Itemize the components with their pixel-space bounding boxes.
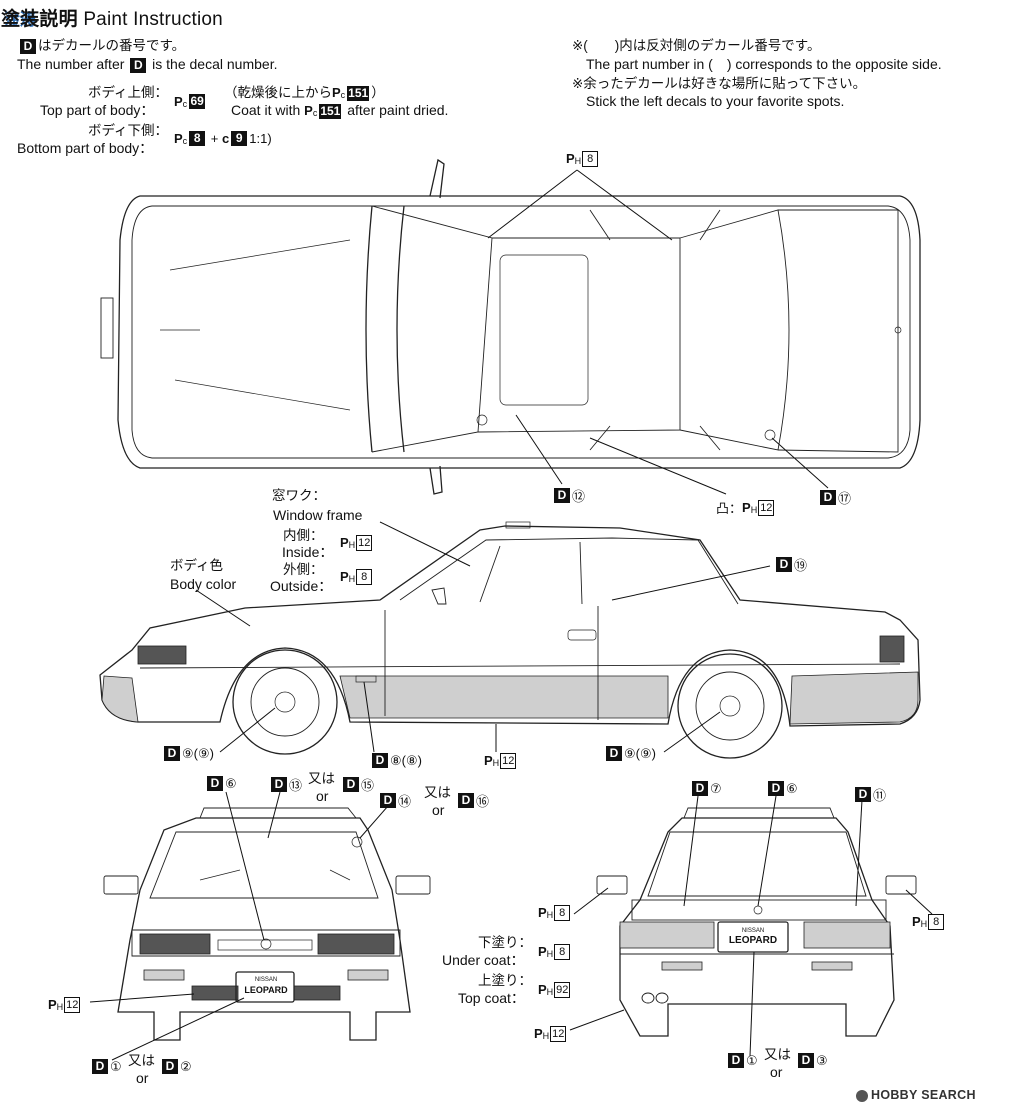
front-view-leaders — [89, 791, 389, 1061]
title-en: Paint Instruction — [83, 9, 223, 30]
clear-coat-code: 151 — [347, 86, 370, 101]
page-title: 淦涛塗装説明 Paint Instruction — [1, 4, 223, 31]
sunroof-symbol: 凸： — [716, 501, 743, 516]
title-jp: 塗装説明 — [1, 9, 78, 30]
bottom-paint-code-1: 8 — [189, 131, 206, 147]
top-coat-jp: 上塗り： — [478, 973, 532, 988]
outside-jp: 外側： — [283, 562, 324, 577]
front-or-en-3: or — [136, 1070, 149, 1086]
roof-paint-code: 8 — [582, 150, 599, 167]
under-coat-en: Under coat： — [442, 952, 525, 968]
outside-en: Outside： — [270, 578, 333, 594]
side-view-leaders — [195, 521, 771, 753]
window-frame-en: Window frame — [273, 507, 363, 523]
decal-badge: D — [20, 38, 36, 54]
opposite-note-jp: ※( )内は反対側のデカール番号です。 — [572, 38, 821, 53]
rear-license-plate: NISSAN LEOPARD — [728, 928, 778, 946]
window-frame-jp: 窓ワク： — [272, 488, 326, 503]
top-body-jp: ボディ上側： — [88, 85, 169, 100]
logo-icon — [856, 1089, 868, 1102]
leftover-note-jp: ※余ったデカールは好きな場所に貼って下さい。 — [572, 76, 867, 91]
front-or-jp-3: 又は — [128, 1053, 155, 1068]
watermark-text: 淦涛 — [4, 12, 36, 29]
top-view-drawing — [100, 158, 921, 495]
inside-jp: 内側： — [283, 528, 324, 543]
opposite-note-en: The part number in ( ) corresponds to th… — [586, 56, 942, 72]
top-view-leaders — [487, 169, 829, 495]
front-or-en-2: or — [432, 802, 445, 818]
decal-note-en: The number after D is the decal number. — [17, 56, 278, 73]
pc-code-label: Pc — [174, 94, 188, 110]
front-license-plate: NISSAN LEOPARD — [244, 977, 288, 995]
bottom-body-jp: ボディ下側： — [88, 123, 169, 138]
front-or-jp-1: 又は — [308, 771, 335, 786]
rear-view-drawing — [596, 807, 917, 1037]
front-or-jp-2: 又は — [424, 785, 451, 800]
rear-or-jp: 又は — [764, 1047, 791, 1062]
side-view-drawing — [99, 521, 921, 759]
top-paint-code: 69 — [189, 94, 206, 110]
top-body-en: Top part of body： — [40, 102, 155, 118]
body-color-jp: ボディ色 — [170, 558, 224, 573]
under-coat-jp: 下塗り： — [478, 935, 532, 950]
inside-en: Inside： — [282, 544, 334, 560]
front-or-en-1: or — [316, 788, 329, 804]
body-color-en: Body color — [170, 576, 237, 592]
top-coat-en: Top coat： — [458, 990, 525, 1006]
front-view-drawing — [103, 807, 431, 1041]
leftover-note-en: Stick the left decals to your favorite s… — [586, 93, 845, 109]
hobby-search-logo: HOBBY SEARCH — [856, 1088, 976, 1102]
bottom-body-en: Bottom part of body： — [17, 140, 154, 156]
rear-view-leaders — [569, 795, 933, 1057]
rear-or-en: or — [770, 1064, 783, 1080]
bottom-paint-code-2: 9 — [231, 131, 248, 147]
